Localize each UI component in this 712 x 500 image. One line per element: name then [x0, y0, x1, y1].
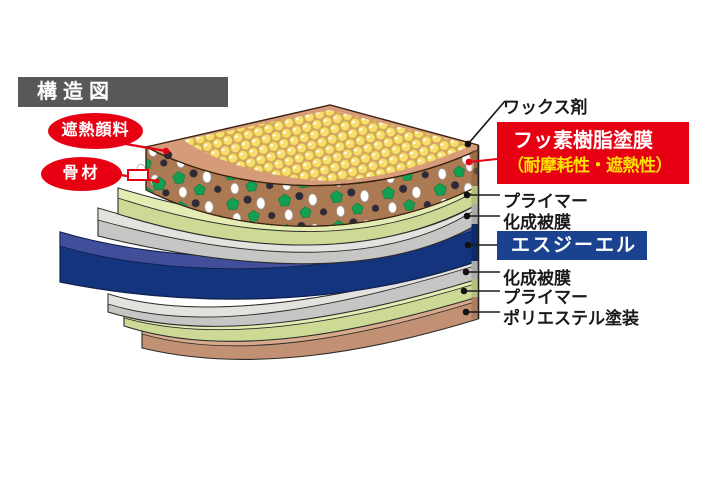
aggregate-pointer-dot [154, 178, 160, 184]
aggregate-callout: 骨材 [41, 157, 122, 191]
primer-lower-label: プライマー [503, 288, 588, 307]
topcoat-callout-line2: （耐摩耗性・遮熱性） [507, 156, 673, 175]
leader-lines [120, 100, 506, 316]
primer-upper-pointer-dot [463, 191, 471, 199]
conversion-upper-pointer-dot [463, 212, 471, 220]
topcoat-callout-line1: フッ素樹脂塗膜 [513, 130, 653, 152]
polyester-label: ポリエステル塗装 [503, 309, 639, 328]
conversion-lower-label: 化成被膜 [503, 269, 571, 288]
aggregate-pointer-box [127, 169, 149, 181]
wax-label: ワックス剤 [503, 98, 588, 117]
stack-right-face [471, 145, 480, 319]
wax-bead-layer [183, 110, 473, 181]
topcoat-callout: フッ素樹脂塗膜 （耐摩耗性・遮熱性） [497, 122, 689, 184]
primer-upper-label: プライマー [503, 192, 588, 211]
wax-pointer-dot [464, 140, 472, 148]
pigment-callout: 遮熱顔料 [48, 113, 143, 149]
polyester-pointer-dot [462, 308, 470, 316]
page-title: 構造図 [18, 77, 228, 107]
pigment-pointer-dot [162, 147, 170, 155]
core-callout: エスジーエル [497, 231, 647, 260]
conversion-lower-pointer-dot [462, 268, 470, 276]
core-pointer-dot [464, 241, 472, 249]
conversion-upper-label: 化成被膜 [503, 213, 571, 232]
topcoat-pointer-dot [465, 158, 473, 166]
primer-lower-pointer-dot [460, 287, 468, 295]
